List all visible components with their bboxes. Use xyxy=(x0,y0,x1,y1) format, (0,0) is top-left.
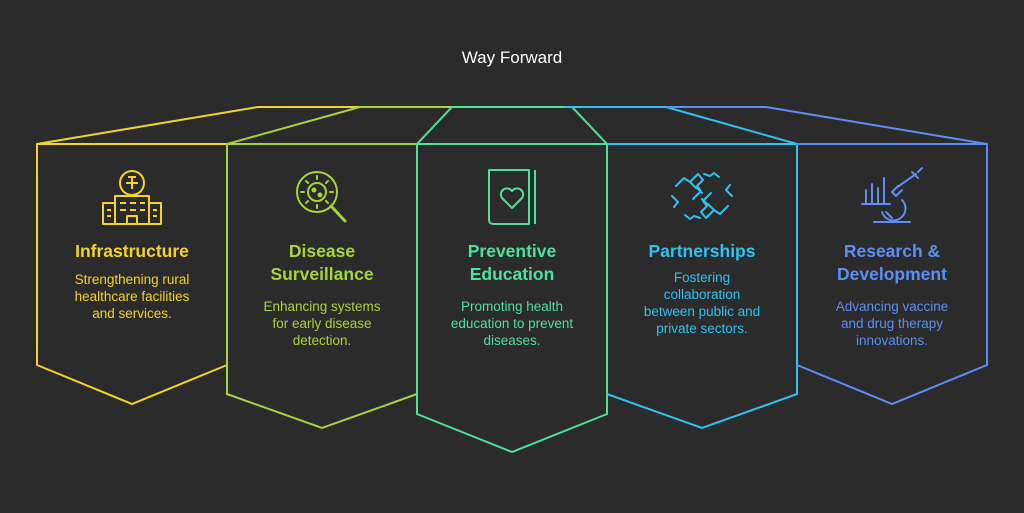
roof-research-development xyxy=(666,106,988,145)
panel-disease-surveillance: Disease Surveillance Enhancing systems f… xyxy=(237,240,407,349)
panel-preventive-education: Preventive Education Promoting health ed… xyxy=(427,240,597,349)
panel-research-development-shape xyxy=(796,143,988,406)
handshake-icon xyxy=(671,172,733,220)
panel-infrastructure: Infrastructure Strengthening rural healt… xyxy=(47,240,217,322)
panel-heading: Disease Surveillance xyxy=(270,241,374,284)
panel-description: Promoting health education to prevent di… xyxy=(450,299,574,348)
heart-book-icon xyxy=(488,169,536,225)
roof-disease-surveillance xyxy=(226,106,462,145)
panel-preventive-education-shape xyxy=(416,143,608,454)
roof-partnerships xyxy=(564,106,798,145)
panel-heading: Infrastructure xyxy=(75,241,189,261)
panel-heading: Partnerships xyxy=(648,241,756,261)
panel-heading: Preventive Education xyxy=(467,241,557,284)
panel-infrastructure-shape xyxy=(36,143,228,406)
panel-description: Strengthening rural healthcare facilitie… xyxy=(74,272,190,321)
microscope-syringe-icon xyxy=(861,167,923,223)
panel-partnerships-shape xyxy=(606,143,798,430)
virus-magnifier-icon xyxy=(296,171,347,223)
roof-preventive-education xyxy=(416,106,608,145)
hospital-icon xyxy=(102,170,162,225)
roof-infrastructure xyxy=(36,106,360,145)
panel-partnerships: Partnerships Fostering collaboration bet… xyxy=(617,240,787,337)
panel-research-development: Research & Development Advancing vaccine… xyxy=(807,240,977,349)
panel-description: Fostering collaboration between public a… xyxy=(643,270,761,336)
panel-description: Enhancing systems for early disease dete… xyxy=(263,299,381,348)
panel-heading: Research & Development xyxy=(837,241,947,284)
diagram-title: Way Forward xyxy=(461,48,563,67)
panel-description: Advancing vaccine and drug therapy innov… xyxy=(835,299,949,348)
panel-disease-surveillance-shape xyxy=(226,143,418,430)
